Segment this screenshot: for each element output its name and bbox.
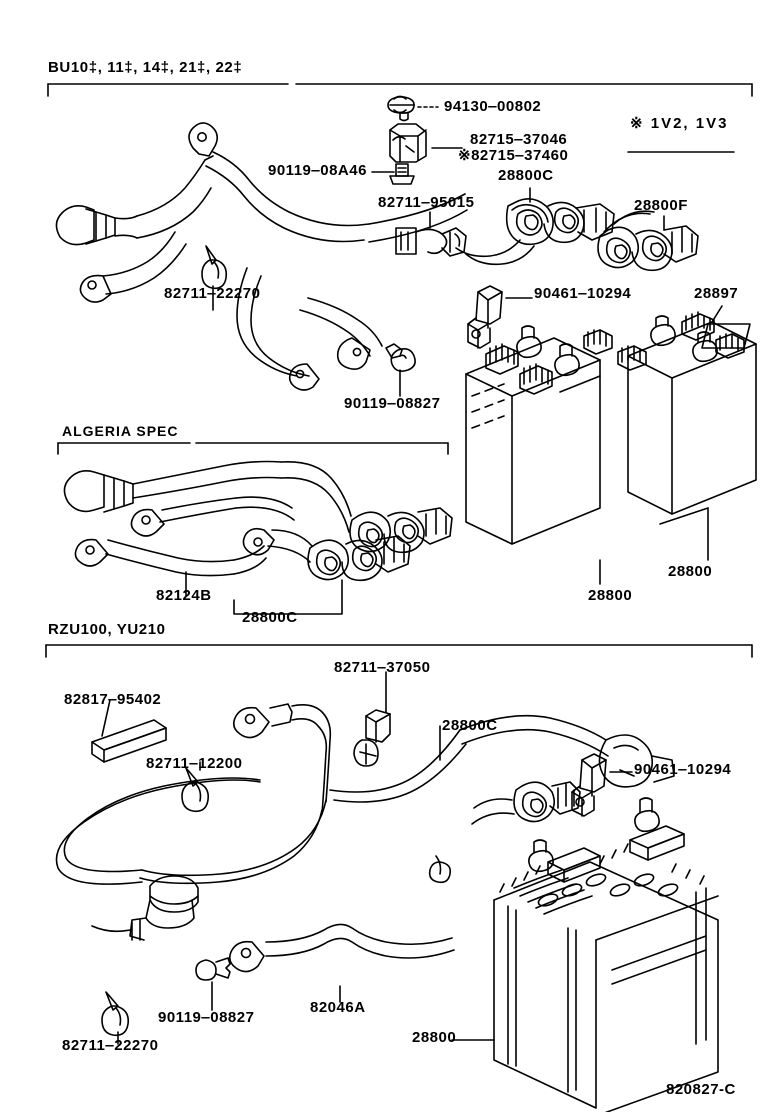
section-frame-algeria — [57, 442, 449, 455]
label-28800-battery-bottom: 28800 — [412, 1029, 457, 1046]
harness-bottom — [55, 703, 675, 973]
section-title-bu10: BU10‡, 11‡, 14‡, 21‡, 22‡ — [48, 59, 243, 76]
label-82817-95402: 82817‒95402 — [64, 691, 162, 708]
clamp-82711-22270-top-glyph — [201, 245, 228, 290]
label-82711-37050: 82711‒37050 — [334, 659, 431, 676]
label-90119-08a46: 90119‒08A46 — [268, 162, 367, 179]
leader-battery-top-right2 — [659, 507, 709, 525]
bolt-90119-08a46-glyph — [389, 163, 415, 185]
clamp-82711-95015-glyph — [395, 227, 467, 257]
label-82124b: 82124B — [156, 587, 212, 604]
label-90119-08827-bottom: 90119‒08827 — [158, 1009, 255, 1026]
label-28800c-algeria: 28800C — [242, 609, 298, 626]
label-28800f: 28800F — [634, 197, 688, 214]
label-82711-22270-top: 82711‒22270 — [164, 285, 261, 302]
label-28800-battery-right: 28800 — [668, 563, 713, 580]
label-28800-battery-left: 28800 — [588, 587, 633, 604]
label-82715-37046: 82715‒37046 — [470, 131, 568, 148]
harness-algeria — [63, 460, 453, 582]
harness-top-main — [55, 122, 468, 391]
bracket-82711-37050-glyph — [353, 709, 391, 767]
label-90461-10294-bottom: 90461‒10294 — [634, 761, 732, 778]
battery-bottom — [493, 797, 719, 1112]
battery-top-left — [465, 325, 647, 545]
protector-82817-95402-glyph — [91, 719, 167, 763]
battery-top-right — [627, 311, 757, 515]
section-title-algeria: ALGERIA SPEC — [62, 423, 179, 439]
label-94130-00802: 94130‒00802 — [444, 98, 542, 115]
section-note-1v2-1v3: ※ 1V2, 1V3 — [630, 115, 729, 132]
label-82715-37460: ※82715‒37460 — [458, 147, 569, 164]
bolt-90119-08827-top-glyph — [385, 343, 416, 372]
section-title-rzu100: RZU100, YU210 — [48, 621, 166, 638]
label-90119-08827-top: 90119‒08827 — [344, 395, 441, 412]
nut-94130-glyph — [387, 95, 415, 122]
label-28800c-bottom: 28800C — [442, 717, 498, 734]
label-82711-12200: 82711‒12200 — [146, 755, 243, 772]
section-frame-rzu100 — [45, 644, 753, 658]
bracket-90461-10294-bottom-glyph — [571, 753, 607, 817]
clamp-82711-22270-bottom-glyph — [101, 991, 130, 1037]
connector-28800f — [597, 210, 699, 272]
clamp-82711-12200-glyph — [181, 767, 210, 813]
label-82711-22270-bottom: 82711‒22270 — [62, 1037, 159, 1054]
leader-28800c-algeria — [233, 579, 343, 615]
label-28800c-top: 28800C — [498, 167, 554, 184]
bolt-90119-08827-bottom-glyph — [195, 957, 231, 981]
label-82711-95015: 82711‒95015 — [378, 194, 475, 211]
label-90461-10294-top: 90461‒10294 — [534, 285, 632, 302]
connector-28800c-top — [455, 198, 615, 266]
label-82046a: 82046A — [310, 999, 366, 1016]
diagram-code: 820827-C — [666, 1081, 736, 1098]
label-28897: 28897 — [694, 285, 739, 302]
bracket-90461-10294-top-glyph — [467, 285, 503, 349]
leader-82817-95402 — [101, 699, 111, 737]
bracket-82715-glyph — [389, 123, 427, 163]
section-frame-bu10 — [47, 83, 753, 97]
